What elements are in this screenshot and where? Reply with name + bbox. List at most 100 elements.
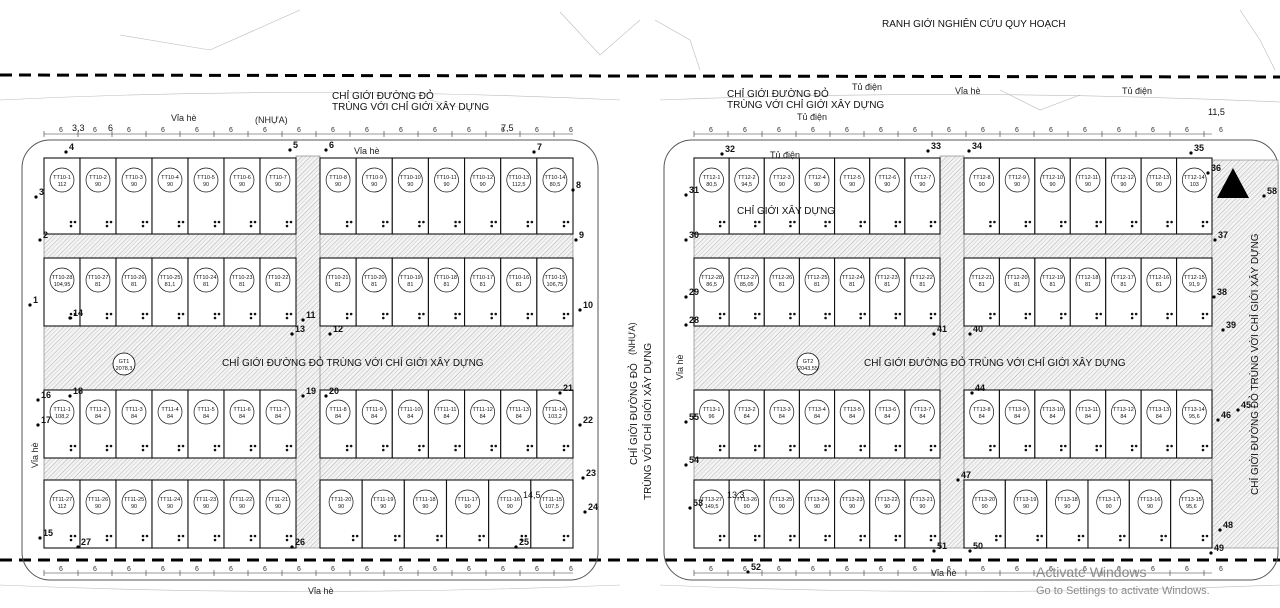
survey-point-label: 49	[1214, 543, 1224, 553]
lot-label-circle	[229, 489, 255, 515]
lot-marker-dot	[999, 534, 1002, 538]
lot-marker-dot	[722, 534, 726, 538]
lot-marker-dot	[1201, 538, 1205, 542]
lot-marker-dot	[989, 224, 992, 228]
lot-id-label: TT13-23	[842, 497, 863, 503]
lot-id-label: TT13-26	[736, 497, 757, 503]
lot-TT12-8: TT12-890	[963, 157, 1000, 235]
lot-id-label: TT10-2	[89, 175, 107, 181]
lot-marker-dot	[213, 538, 217, 542]
lot-marker-dot	[418, 448, 421, 452]
lot-id-label: TT12-14	[1184, 175, 1205, 181]
lot-marker-dot	[381, 220, 385, 224]
survey-point-35: 35	[1189, 143, 1204, 155]
lot-label-circle	[121, 167, 147, 193]
survey-point-dot	[290, 332, 294, 336]
lot-marker-dot	[177, 534, 181, 538]
lot-marker-dot	[793, 534, 796, 538]
lot-label-circle	[804, 167, 830, 193]
lot-id-label: TT11-1	[53, 407, 70, 413]
survey-point-17: 17	[36, 415, 51, 427]
lot-marker-dot	[1166, 316, 1169, 320]
lot-area-label: 90	[95, 182, 101, 188]
survey-point-label: 5	[293, 140, 298, 150]
lot-marker-dot	[385, 220, 389, 224]
plan-labels: RANH GIỚI NGHIÊN CỨU QUY HOẠCH CHỈ GIỚI …	[30, 17, 1261, 596]
lot-marker-dot	[1130, 448, 1134, 452]
survey-point-9: 9	[574, 230, 584, 242]
survey-point-label: 44	[975, 383, 985, 393]
dimension-value: 6	[229, 127, 233, 134]
lot-id-label: TT11-6	[233, 407, 250, 413]
lot-id-label: TT11-18	[415, 497, 435, 503]
survey-point-dot	[36, 398, 40, 402]
lot-area-label: 112	[58, 182, 67, 188]
lot-label-circle	[769, 167, 795, 193]
dimension-value: 6	[743, 127, 747, 134]
lot-label-circle	[1146, 399, 1172, 425]
lot-id-label: TT13-13	[1148, 407, 1169, 413]
lot-label-circle	[1075, 167, 1101, 193]
lot-id-label: TT11-12	[472, 407, 492, 413]
lot-area-label: 90	[338, 504, 344, 510]
dimension-value: 6	[879, 127, 883, 134]
lot-marker-dot	[824, 312, 827, 316]
lot-id-label: TT12-9	[1008, 175, 1026, 181]
lot-marker-dot	[1095, 448, 1099, 452]
lot-area-label: 81	[516, 282, 522, 288]
lot-id-label: TT10-8	[329, 175, 347, 181]
lot-id-label: TT12-6	[878, 175, 896, 181]
survey-point-23: 23	[581, 468, 596, 480]
lot-marker-dot	[753, 448, 757, 452]
center-road-label-right: CHỈ GIỚI ĐƯỜNG ĐỎ TRÙNG VỚI CHỈ GIỚI XÂY…	[864, 356, 1126, 369]
lot-marker-dot	[718, 448, 722, 452]
lot-area-label: 90	[371, 182, 377, 188]
lot-marker-dot	[520, 534, 524, 538]
lot-label-circle	[1111, 267, 1136, 293]
lot-area-label: 90	[849, 182, 855, 188]
lot-area-label: 81	[443, 282, 449, 288]
survey-point-52: 52	[746, 562, 761, 574]
lot-marker-dot	[526, 448, 530, 452]
lot-area-label: 84	[814, 414, 820, 420]
green-space-id: GT1	[119, 359, 130, 365]
survey-point-dot	[684, 295, 688, 299]
lot-id-label: TT11-8	[329, 407, 346, 413]
survey-point-7: 7	[532, 142, 542, 154]
dimension-value: 6	[1083, 566, 1087, 573]
lot-label-circle	[839, 167, 865, 193]
lot-id-label: TT12-28	[701, 275, 722, 281]
dimension-value: 6	[331, 566, 335, 573]
dimension-value: 6	[535, 127, 539, 134]
survey-point-dot	[558, 391, 562, 395]
lot-area-label: 90	[1050, 182, 1056, 188]
lot-marker-dot	[1063, 444, 1067, 448]
lot-id-label: TT10-4	[161, 175, 179, 181]
dimension-value: 6	[1117, 127, 1121, 134]
lot-marker-dot	[436, 538, 439, 542]
survey-point-dot	[1218, 528, 1222, 532]
planning-boundary-label: RANH GIỚI NGHIÊN CỨU QUY HOẠCH	[882, 17, 1066, 30]
lot-marker-dot	[1130, 224, 1134, 228]
lot-marker-dot	[1160, 538, 1163, 542]
lot-marker-dot	[141, 444, 145, 448]
lot-area-label: 81	[1085, 282, 1091, 288]
lot-marker-dot	[989, 220, 992, 224]
lot-label-circle	[361, 399, 387, 425]
lot-area-label: 84	[979, 414, 985, 420]
lot-marker-dot	[422, 312, 425, 316]
lot-marker-dot	[1063, 312, 1067, 316]
survey-point-18: 18	[68, 386, 83, 398]
dim-label-7-5: 7,5	[501, 123, 514, 133]
survey-point-label: 7	[537, 142, 542, 152]
survey-point-dot	[571, 188, 575, 192]
lot-id-label: TT10-25	[160, 275, 181, 281]
lot-area-label: 103,2	[548, 414, 562, 420]
dimension-value: 6	[1083, 127, 1087, 134]
